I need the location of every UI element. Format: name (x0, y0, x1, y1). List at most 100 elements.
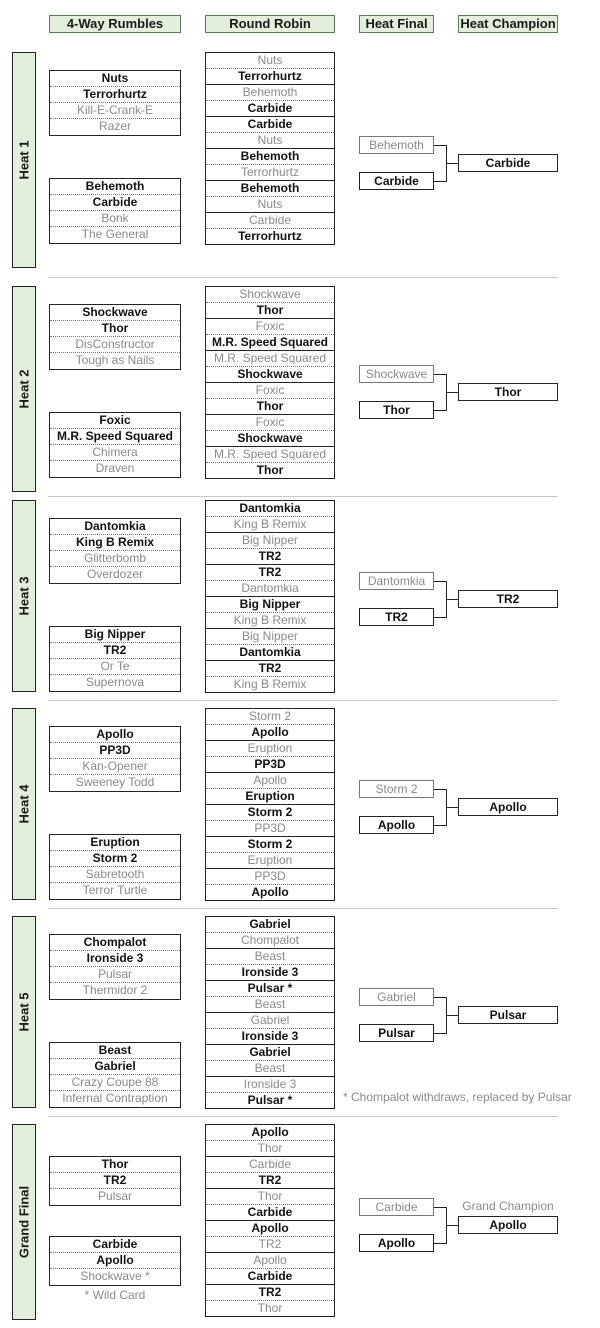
section-separator (48, 908, 558, 909)
round-robin-competitor: M.R. Speed Squared (206, 351, 334, 367)
round-robin-competitor: Carbide (247, 101, 293, 115)
round-robin-competitor: Gabriel (206, 1045, 334, 1061)
heat-final-competitor: Apollo (359, 816, 434, 834)
rumble-competitor: Razer (98, 119, 131, 133)
round-robin-competitor: Terrorhurtz (238, 229, 302, 243)
round-robin-match: Pulsar *Beast (205, 980, 335, 1013)
round-robin-competitor: Behemoth (206, 149, 334, 165)
round-robin-competitor: Thor (257, 1141, 283, 1155)
section-label: Heat 3 (16, 576, 32, 616)
withdrawal-note: * Chompalot withdraws, replaced by Pulsa… (343, 1090, 572, 1104)
rumble-competitor: PP3D (50, 743, 180, 759)
rumble-competitor: Terror Turtle (82, 883, 148, 897)
round-robin-competitor: Big Nipper (206, 629, 334, 645)
bracket-line (434, 997, 446, 998)
heat-final-competitor: Shockwave (359, 365, 434, 383)
rumble-competitor: Storm 2 (50, 851, 180, 867)
header-round-robin: Round Robin (205, 15, 335, 33)
round-robin-competitor: Eruption (245, 789, 295, 803)
round-robin-competitor: Nuts (257, 133, 283, 147)
bracket-line (446, 599, 458, 600)
bracket-line (446, 163, 458, 164)
round-robin-competitor: TR2 (258, 549, 282, 563)
section-separator (48, 1116, 558, 1117)
rumble-competitor: Crazy Coupe 88 (50, 1075, 180, 1091)
rumble-competitor: Kan-Opener (50, 759, 180, 775)
round-robin-competitor: M.R. Speed Squared (211, 335, 329, 349)
section-label: Heat 5 (16, 992, 32, 1032)
heat-final-competitor: Thor (359, 401, 434, 419)
round-robin-competitor: Thor (256, 463, 284, 477)
rumble-competitor: Dantomkia (50, 519, 180, 535)
rumble-competitor: Chimera (50, 445, 180, 461)
rumble-competitor: Gabriel (50, 1059, 180, 1075)
round-robin-competitor: Shockwave (237, 367, 303, 381)
rumble-competitor: Kill-E-Crank-E (50, 103, 180, 119)
bracket-line (446, 807, 458, 808)
heat-final-competitor: TR2 (359, 608, 434, 626)
round-robin-competitor: Carbide (206, 1157, 334, 1173)
round-robin-competitor: Apollo (206, 1125, 334, 1141)
rumble-competitor: TR2 (50, 1173, 180, 1189)
round-robin-competitor: Gabriel (206, 917, 334, 933)
heat-final-competitor: Behemoth (359, 136, 434, 154)
rumble-competitor: Shockwave (50, 305, 180, 321)
round-robin-competitor: Thor (257, 1301, 283, 1315)
rumble-competitor: King B Remix (50, 535, 180, 551)
round-robin-competitor: Pulsar * (206, 981, 334, 997)
bracket-line (434, 1243, 446, 1244)
section-label-box: Grand Final (12, 1124, 36, 1320)
heat-final-competitor: Dantomkia (359, 572, 434, 590)
header-heat-champion: Heat Champion (458, 15, 558, 33)
section-label-box: Heat 2 (12, 286, 36, 492)
round-robin-competitor: M.R. Speed Squared (206, 447, 334, 463)
rumble-competitor: Foxic (50, 413, 180, 429)
rumble-competitor: Sweeney Todd (75, 775, 155, 789)
round-robin-competitor: Shockwave (206, 287, 334, 303)
round-robin-competitor: Nuts (257, 197, 283, 211)
rumble-competitor: Tough as Nails (75, 353, 155, 367)
round-robin-competitor: Storm 2 (206, 837, 334, 853)
rumble-competitor: Bonk (50, 211, 180, 227)
rumble-competitor: M.R. Speed Squared (50, 429, 180, 445)
rumble-competitor: Thermidor 2 (82, 983, 148, 997)
bracket-line (434, 374, 446, 375)
round-robin-competitor: Apollo (206, 1221, 334, 1237)
round-robin-competitor: Foxic (206, 319, 334, 335)
round-robin-competitor: TR2 (206, 1285, 334, 1301)
round-robin-competitor: King B Remix (233, 677, 307, 691)
round-robin-competitor: Thor (256, 303, 284, 317)
rumble-competitor: Pulsar (97, 1189, 132, 1203)
bracket-line (434, 581, 446, 582)
bracket-line (446, 1015, 458, 1016)
bracket-line (446, 392, 458, 393)
round-robin-competitor: Terrorhurtz (240, 165, 299, 179)
heat-final-competitor: Gabriel (359, 988, 434, 1006)
rumble-competitor: Carbide (50, 1237, 180, 1253)
section-label: Heat 1 (16, 140, 32, 180)
round-robin-competitor: Apollo (251, 725, 289, 739)
round-robin-competitor: Ironside 3 (206, 1077, 334, 1093)
